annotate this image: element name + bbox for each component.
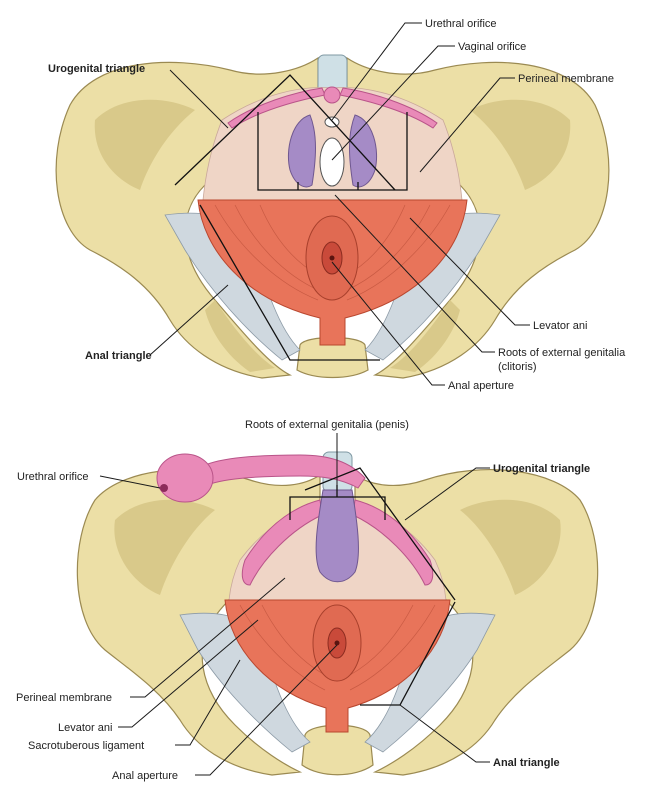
female-ischial-shade-right	[390, 300, 460, 372]
male-glans-penis	[156, 453, 214, 503]
male-crus-penis-right	[352, 499, 434, 586]
female-leader-levator-ani	[409, 217, 530, 326]
female-vaginal-orifice	[319, 137, 345, 187]
female-urogenital-triangle-bracket	[174, 74, 396, 191]
male-label-levator-ani: Levator ani	[58, 722, 112, 734]
male-label-perineal-membrane: Perineal membrane	[16, 692, 112, 704]
female-leader-anal-triangle	[149, 284, 229, 356]
female-label-roots-line2: (clitoris)	[498, 361, 537, 373]
female-vestibular-bulb-right	[349, 114, 378, 188]
male-urethral-orifice	[160, 484, 168, 492]
male-muscle-fiber	[261, 604, 326, 676]
male-leader-levator-ani	[118, 619, 259, 728]
male-muscle-fiber	[239, 604, 326, 691]
female-label-urethral-orifice: Urethral orifice	[425, 18, 497, 30]
male-crus-penis-left	[241, 499, 323, 586]
female-leader-urethral-orifice	[331, 22, 422, 121]
male-label-urogenital-triangle: Urogenital triangle	[493, 463, 590, 475]
male-muscle-fiber	[349, 604, 414, 676]
female-anal-point	[329, 255, 335, 261]
female-leader-urogenital-triangle	[169, 69, 229, 129]
male-leader-perineal-membrane	[130, 577, 286, 698]
female-label-roots-line1: Roots of external genitalia	[498, 347, 626, 359]
female-vestibular-bulb-left	[287, 114, 316, 188]
male-leader-anal-triangle	[399, 704, 490, 763]
male-penis-shaft	[194, 454, 366, 489]
male-label-anal-aperture: Anal aperture	[112, 770, 178, 782]
female-leader-roots	[334, 194, 495, 353]
male-leader-sacrotuberous-ligament	[175, 659, 241, 746]
male-leader-anal-aperture	[195, 644, 338, 776]
male-urogenital-triangle-bracket	[304, 467, 456, 601]
male-coccyx	[301, 724, 374, 776]
female-muscle-fiber	[234, 204, 319, 291]
male-bone-shade-right	[460, 499, 561, 595]
male-leader-urogenital-triangle	[404, 467, 490, 521]
male-muscle-fiber	[349, 604, 436, 691]
female-pelvis-figure	[55, 22, 610, 386]
female-crus-clitoris-left	[227, 87, 326, 129]
male-label-anal-triangle: Anal triangle	[493, 757, 560, 769]
male-bone-shade-left	[114, 499, 215, 595]
female-leader-perineal-membrane	[419, 77, 515, 173]
female-crus-clitoris-right	[339, 87, 438, 129]
female-bone-shade-right	[470, 99, 571, 190]
male-leader-urethral-orifice	[99, 475, 161, 489]
male-bulb-of-penis	[315, 489, 359, 583]
female-muscle-fiber	[346, 204, 451, 301]
female-muscle-fiber	[214, 204, 319, 301]
female-leader-anal-aperture	[331, 261, 445, 386]
male-label-sacrotuberous-ligament: Sacrotuberous ligament	[28, 740, 144, 752]
male-anal-point	[334, 640, 340, 646]
female-label-anal-aperture: Anal aperture	[448, 380, 514, 392]
female-coccyx	[296, 336, 369, 379]
female-glans-clitoris	[323, 86, 341, 104]
female-label-anal-triangle: Anal triangle	[85, 350, 152, 362]
female-roots-bracket	[257, 112, 408, 191]
male-label-roots-penis: Roots of external genitalia (penis)	[245, 419, 409, 431]
male-label-urethral-orifice: Urethral orifice	[17, 471, 89, 483]
female-label-vaginal-orifice: Vaginal orifice	[458, 41, 526, 53]
female-ischial-shade-left	[205, 300, 275, 372]
female-label-perineal-membrane: Perineal membrane	[518, 73, 614, 85]
female-label-urogenital-triangle: Urogenital triangle	[48, 63, 145, 75]
male-pelvis-figure	[76, 433, 599, 776]
female-label-levator-ani: Levator ani	[533, 320, 587, 332]
female-anal-triangle-bracket	[199, 204, 380, 361]
female-bone-shade-left	[94, 99, 195, 190]
female-leader-vaginal-orifice	[331, 45, 455, 161]
